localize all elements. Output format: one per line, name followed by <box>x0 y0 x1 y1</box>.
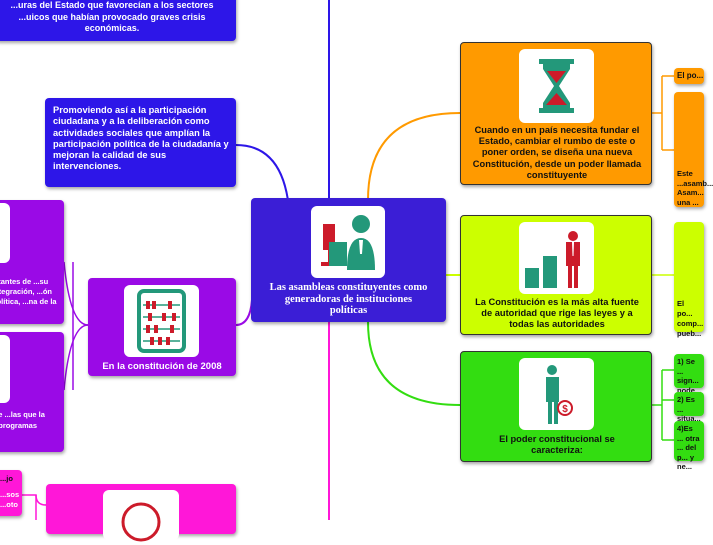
node-orange-sub-a-text: El po... <box>677 71 704 80</box>
node-constituent-power[interactable]: Cuando en un país necesita fundar el Est… <box>460 42 652 185</box>
svg-text:$: $ <box>562 404 568 415</box>
central-topic[interactable]: Las asambleas constituyentes como genera… <box>251 198 446 322</box>
node-constitutional-power[interactable]: $ El poder constitucional se caracteriza… <box>460 351 652 462</box>
node-magenta-b[interactable]: ...sos ...oto <box>0 484 22 520</box>
node-green-sub-3-text: 4)Es ... otra ... del p... y ne... <box>677 424 700 471</box>
node-green-sub-1-text: 1) Se ... sign... pode... <box>677 357 702 395</box>
node-magenta-b-text: ...sos ...oto <box>0 490 20 509</box>
node-orange-sub-b[interactable]: Este ...asamb... Asam... una ... <box>674 92 713 207</box>
person-icon <box>0 203 10 263</box>
person-money-icon: $ <box>519 358 594 430</box>
node-orange-sub-a[interactable]: El po... <box>674 68 704 84</box>
node-green-sub-3[interactable]: 4)Es ... otra ... del p... y ne... <box>674 421 704 471</box>
node-magenta-main[interactable] <box>46 484 236 542</box>
central-topic-text: Las asambleas constituyentes como genera… <box>269 282 428 316</box>
abacus-icon <box>124 285 199 357</box>
node-highest-authority[interactable]: La Constitución es la más alta fuente de… <box>460 215 652 335</box>
node-purple-a[interactable]: ...tantes de ...su integración, ...ón po… <box>0 200 64 324</box>
node-green-sub-1[interactable]: 1) Se ... sign... pode... <box>674 354 704 395</box>
node-purple-b-text: ...e ...las que la ...programas <box>0 410 45 430</box>
node-lime-sub-text: El po... comp... pueb... <box>677 299 704 338</box>
node-participation[interactable]: Promoviendo así a la participación ciuda… <box>45 98 236 187</box>
person-icon <box>0 335 10 403</box>
node-state-structures[interactable]: ...uras del Estado que favorecían a los … <box>0 0 236 41</box>
node-lime-sub[interactable]: El po... comp... pueb... <box>674 222 704 338</box>
circle-icon <box>103 490 179 542</box>
growth-chart-icon <box>519 222 594 294</box>
node-magenta-a-text: ...jo <box>0 474 13 483</box>
node-constituent-power-text: Cuando en un país necesita fundar el Est… <box>472 125 642 180</box>
hourglass-icon <box>519 49 594 123</box>
node-purple-b[interactable]: ...e ...las que la ...programas <box>0 332 64 452</box>
node-constitutional-power-text: El poder constitucional se caracteriza: <box>499 434 615 456</box>
node-constitution-2008-text: En la constitución de 2008 <box>102 361 222 372</box>
node-state-structures-text: ...uras del Estado que favorecían a los … <box>10 0 214 33</box>
node-green-sub-2[interactable]: 2) Es ... situa... <box>674 392 704 423</box>
node-constitution-2008[interactable]: En la constitución de 2008 <box>88 278 236 376</box>
node-participation-text: Promoviendo así a la participación ciuda… <box>53 105 229 172</box>
node-orange-sub-b-text: Este ...asamb... Asam... una ... <box>677 169 713 207</box>
node-magenta-a[interactable]: ...jo <box>0 470 22 516</box>
assembly-people-icon <box>311 206 385 278</box>
node-green-sub-2-text: 2) Es ... situa... <box>677 395 701 423</box>
node-highest-authority-text: La Constitución es la más alta fuente de… <box>475 297 639 330</box>
node-purple-a-text: ...tantes de ...su integración, ...ón po… <box>0 277 57 306</box>
